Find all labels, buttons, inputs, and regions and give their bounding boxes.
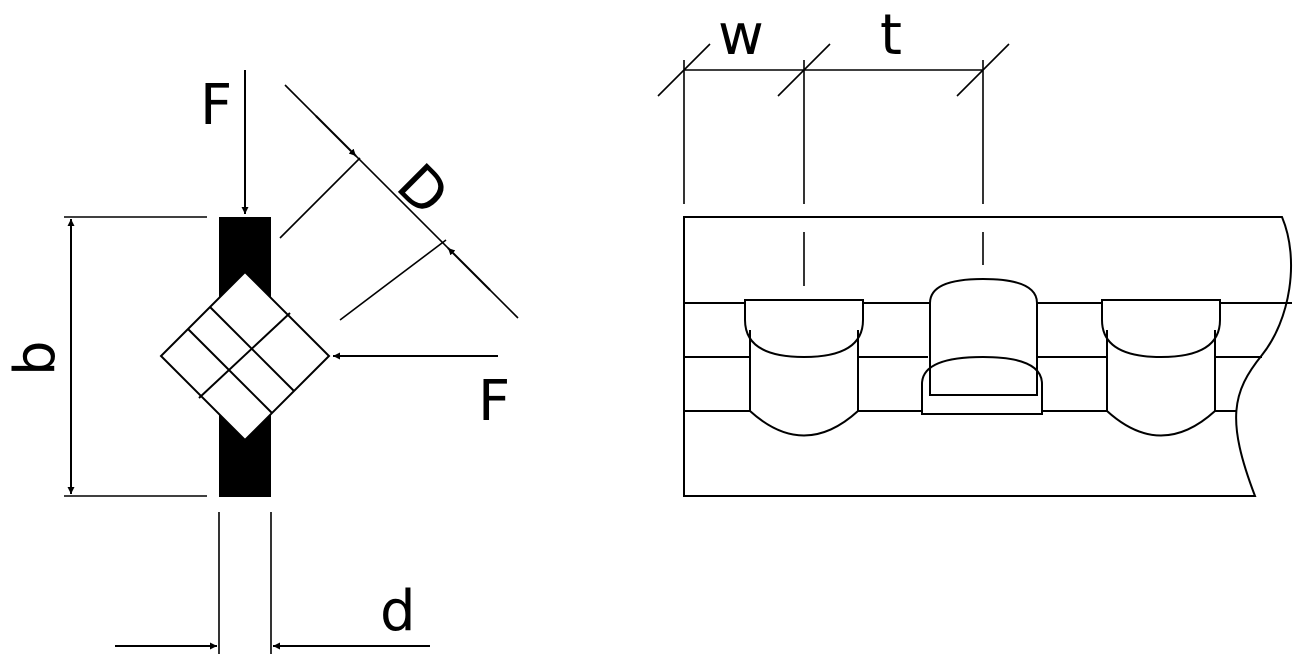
tick-left — [657, 43, 711, 97]
pitch-label: t — [880, 3, 902, 68]
link-middle — [921, 277, 1043, 415]
cross-section-view: F F D b d — [3, 70, 519, 654]
link-left — [744, 299, 864, 437]
link-inner-line-3 — [198, 312, 291, 399]
force-right-label: F — [478, 369, 510, 434]
link-right — [1101, 299, 1221, 437]
thickness-label: d — [380, 579, 416, 644]
force-top-label: F — [200, 73, 232, 138]
width-label: w — [718, 3, 764, 68]
diameter-extension-1 — [279, 157, 361, 239]
height-label: b — [3, 340, 68, 376]
diameter-arrow-1 — [315, 115, 357, 157]
link-inner-line-1 — [187, 328, 273, 414]
tick-mid — [777, 43, 831, 97]
diameter-extension-2 — [339, 239, 447, 321]
diameter-label: D — [384, 152, 460, 228]
diameter-arrow-2 — [447, 247, 491, 291]
chain-outline — [683, 216, 1292, 497]
chain-side-view: w t — [657, 3, 1292, 497]
tick-right — [956, 43, 1010, 97]
